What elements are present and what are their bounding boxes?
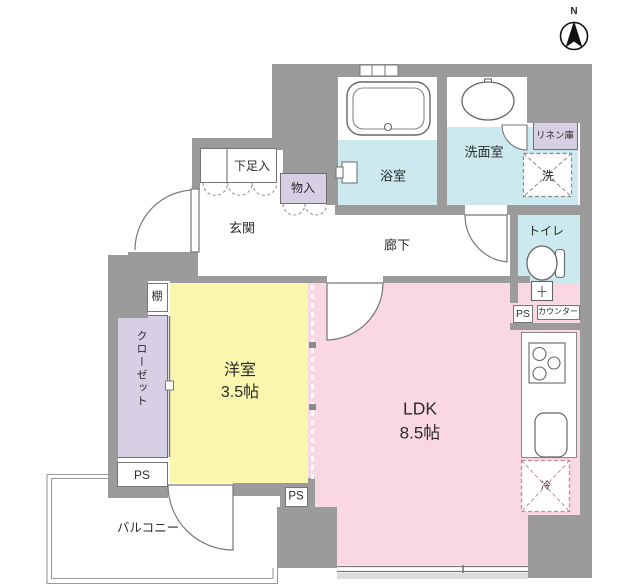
wall-segment bbox=[192, 150, 200, 190]
room-label-shelf: 棚 bbox=[151, 290, 163, 303]
room-label-washer: 洗 bbox=[541, 169, 555, 183]
pipe-space-box-toilet bbox=[513, 305, 533, 323]
kitchen-counter bbox=[521, 332, 577, 458]
room-label-storage: 物入 bbox=[290, 181, 316, 195]
room-label-counter: カウンター bbox=[538, 307, 578, 316]
western-room-area bbox=[170, 281, 310, 483]
shelf-box bbox=[147, 283, 168, 312]
wall-segment bbox=[507, 205, 580, 215]
entrance-door-icon bbox=[134, 188, 200, 253]
room-label-pipe-space-center: PS bbox=[288, 490, 304, 503]
room-label-toilet: トイレ bbox=[527, 224, 565, 238]
pipe-space-box-center bbox=[285, 487, 308, 507]
wall-segment bbox=[510, 215, 518, 303]
room-label-pipe-space-left: PS bbox=[133, 468, 151, 482]
wall-segment bbox=[192, 138, 283, 150]
room-label-washroom: 洗面室 bbox=[464, 144, 504, 160]
north-arrow-icon bbox=[559, 21, 589, 51]
wall-segment bbox=[383, 276, 530, 283]
wall-segment bbox=[580, 64, 592, 578]
pipe-space-box-left bbox=[117, 462, 168, 487]
wall-segment bbox=[272, 64, 592, 77]
wall-segment bbox=[527, 77, 580, 123]
room-label-pipe-space-toilet: PS bbox=[515, 307, 531, 320]
balcony-door-icon bbox=[167, 484, 234, 551]
wall-segment bbox=[528, 515, 585, 578]
wall-segment bbox=[327, 173, 338, 205]
wall-segment bbox=[233, 483, 280, 496]
wall-segment bbox=[108, 255, 118, 498]
shoe-cabinet-box bbox=[200, 148, 277, 183]
bathroom-tub-area bbox=[338, 77, 437, 140]
wall-segment bbox=[277, 507, 337, 568]
room-label-refrigerator: 冷 bbox=[541, 481, 551, 492]
wall-segment bbox=[283, 77, 338, 173]
wall-segment bbox=[272, 77, 283, 150]
wall-segment bbox=[510, 323, 580, 330]
compass-label: N bbox=[570, 6, 578, 17]
wall-segment bbox=[118, 255, 148, 318]
counter-box bbox=[537, 305, 580, 320]
room-label-balcony: バルコニー bbox=[116, 520, 180, 535]
room-size-western-room: 3.5帖 bbox=[220, 384, 260, 401]
room-label-bathroom: 浴室 bbox=[379, 168, 407, 184]
wall-segment bbox=[170, 276, 327, 283]
storage-doors-icon bbox=[282, 203, 328, 216]
exterior-edge bbox=[337, 573, 528, 579]
room-label-western-room: 洋室 bbox=[223, 362, 257, 379]
room-label-closet: クローゼット bbox=[135, 330, 147, 408]
washroom-sink-area bbox=[447, 77, 527, 127]
storage-area bbox=[280, 173, 327, 204]
room-label-linen-closet: リネン庫 bbox=[535, 130, 575, 142]
wall-segment bbox=[437, 77, 447, 205]
room-label-corridor: 廊下 bbox=[383, 237, 411, 253]
wall-segment bbox=[308, 478, 315, 507]
ldk-window-icon bbox=[337, 565, 528, 573]
washroom-door-icon bbox=[464, 214, 508, 263]
wall-segment bbox=[335, 205, 465, 215]
room-label-ldk: LDK bbox=[402, 398, 438, 419]
room-size-ldk: 8.5帖 bbox=[399, 423, 441, 443]
room-label-shoe-cabinet: 下足入 bbox=[233, 159, 271, 173]
room-label-genkan: 玄関 bbox=[228, 220, 256, 236]
wall-segment bbox=[108, 487, 168, 498]
